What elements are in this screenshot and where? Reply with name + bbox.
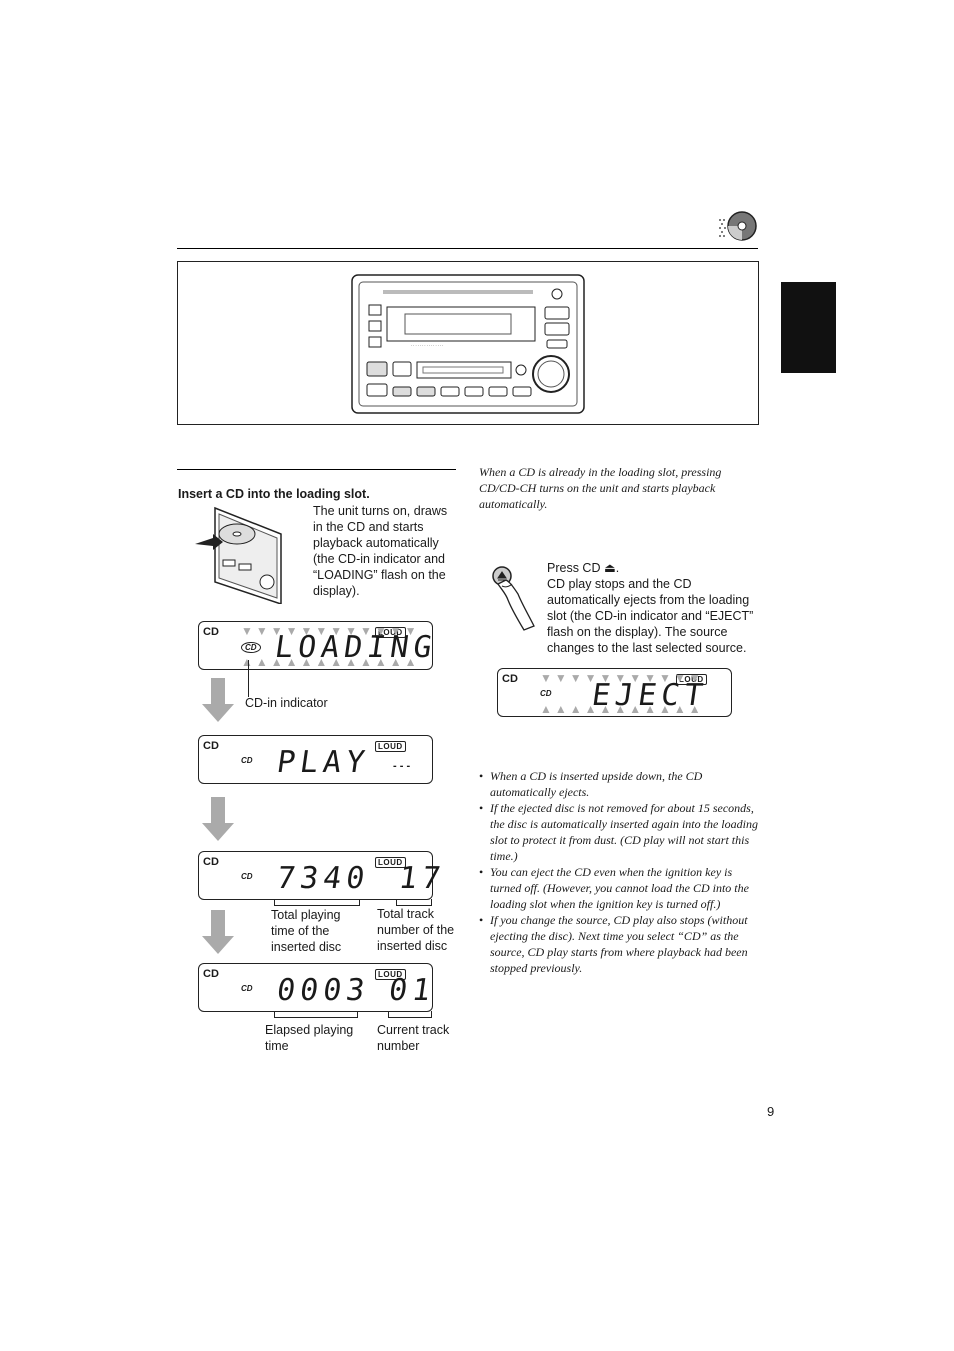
cd-in-indicator: CD: [241, 872, 253, 881]
note-item: If you change the source, CD play also s…: [479, 912, 761, 976]
play-text: PLAY: [274, 745, 372, 780]
cd-in-indicator: CD: [241, 984, 253, 993]
elapsed-bracket: [274, 1011, 358, 1018]
section-tab: [781, 282, 836, 373]
step-description: The unit turns on, draws in the CD and s…: [313, 504, 448, 598]
loud-indicator: LOUD: [375, 627, 406, 638]
display-elapsed: CD LOUD CD 0003 01: [198, 963, 438, 1012]
header-rule: [177, 248, 758, 249]
eject-text: EJECT: [589, 678, 710, 713]
loud-indicator: LOUD: [375, 969, 406, 980]
flash-marks-top: ▼▼▼▼▼▼▼▼▼▼▼▼: [241, 624, 420, 638]
play-dots: - - -: [393, 760, 411, 772]
flash-marks-top: ▼▼▼▼▼▼▼▼▼▼▼: [540, 671, 704, 685]
eject-description: CD play stops and the CD automatically e…: [547, 577, 754, 655]
insert-cd-illustration: [193, 504, 285, 606]
cdin-callout-label: CD-in indicator: [245, 696, 328, 710]
total-tracks-label: Total track number of the inserted disc: [377, 907, 455, 953]
step-heading: Insert a CD into the loading slot.: [178, 487, 370, 501]
note-item: You can eject the CD even when the ignit…: [479, 864, 761, 912]
note-item: When a CD is inserted upside down, the C…: [479, 768, 761, 800]
note-item: If the ejected disc is not removed for a…: [479, 800, 761, 864]
page-number: 9: [767, 1104, 775, 1119]
flash-marks-bottom: ▲▲▲▲▲▲▲▲▲▲▲▲: [241, 655, 420, 669]
elapsed-text: 0003: [274, 973, 372, 1008]
cd-icon: [716, 211, 758, 243]
display-total: CD LOUD CD 7340 17: [198, 851, 448, 900]
current-track-text: 01: [386, 973, 438, 1008]
section-rule-left: [177, 469, 456, 470]
loud-indicator: LOUD: [375, 741, 406, 752]
svg-text:· · · · · · · · · · · · · · ·: · · · · · · · · · · · · · · ·: [411, 344, 443, 348]
loud-indicator: LOUD: [676, 674, 707, 685]
total-time-label: Total playing time of the inserted disc: [271, 908, 342, 954]
display-loading: CD LOUD ▼▼▼▼▼▼▼▼▼▼▼▼ ▲▲▲▲▲▲▲▲▲▲▲▲ CD LOA…: [198, 621, 439, 670]
total-time-text: 7340: [274, 861, 372, 896]
display-eject: CD LOUD ▼▼▼▼▼▼▼▼▼▼▼ ▲▲▲▲▲▲▲▲▲▲▲ CD EJECT: [497, 668, 732, 717]
cd-source-label: CD: [203, 968, 219, 980]
head-unit-illustration: · · · · · · · · · · · · · · ·: [351, 274, 585, 414]
cd-in-indicator: CD: [241, 642, 261, 653]
cdin-callout-line: [248, 660, 249, 697]
cd-source-label: CD: [502, 673, 518, 685]
cd-source-label: CD: [203, 856, 219, 868]
loud-indicator: LOUD: [375, 857, 406, 868]
cd-source-label: CD: [203, 626, 219, 638]
notes-list: When a CD is inserted upside down, the C…: [479, 768, 761, 976]
display-play: CD LOUD CD PLAY - - -: [198, 735, 433, 784]
eject-press-label: Press CD ⏏.: [547, 561, 620, 575]
total-time-bracket: [274, 899, 360, 906]
auto-play-note: When a CD is already in the loading slot…: [479, 465, 722, 511]
arrow-down-icon: [202, 678, 234, 727]
eject-button-illustration: [488, 564, 538, 634]
elapsed-label: Elapsed playing time: [265, 1023, 354, 1053]
arrow-down-icon: [202, 797, 234, 846]
cd-source-label: CD: [203, 740, 219, 752]
total-tracks-bracket: [396, 899, 432, 906]
cd-in-indicator: CD: [540, 689, 552, 698]
total-tracks-text: 17: [396, 861, 448, 896]
current-track-label: Current track number: [377, 1023, 450, 1053]
cd-in-indicator: CD: [241, 756, 253, 765]
arrow-down-icon: [202, 910, 234, 959]
loading-text: LOADING: [272, 630, 439, 665]
flash-marks-bottom: ▲▲▲▲▲▲▲▲▲▲▲: [540, 702, 704, 716]
unit-figure-box: [177, 261, 759, 425]
current-track-bracket: [388, 1011, 432, 1018]
